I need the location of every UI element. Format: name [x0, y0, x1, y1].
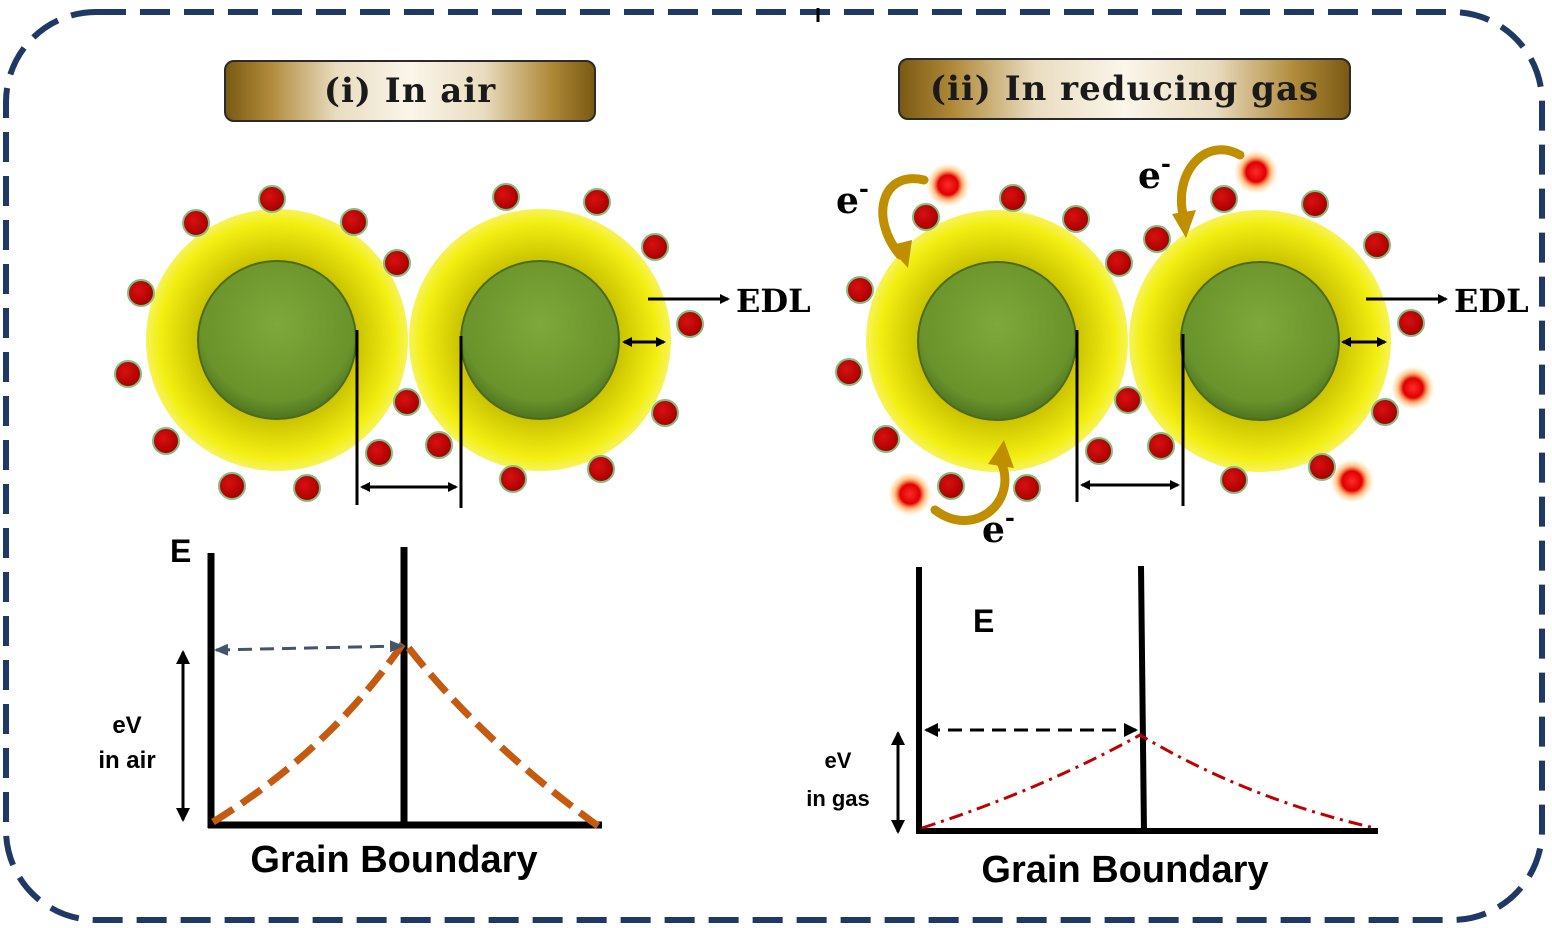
oxygen-dot: [1363, 231, 1391, 259]
left-grains: [146, 209, 671, 471]
panel-title-text: (ii) In reducing gas: [929, 69, 1320, 109]
oxygen-dot: [835, 358, 863, 386]
grain-core: [197, 260, 357, 420]
electron-arrow: [1176, 145, 1245, 227]
oxygen-dot: [1397, 309, 1425, 337]
oxygen-dot: [651, 399, 679, 427]
grain-core: [460, 260, 620, 420]
edl-label: EDL: [736, 282, 811, 320]
oxygen-dot: [114, 360, 142, 388]
oxygen-dot: [912, 203, 940, 231]
oxygen-dot: [218, 472, 246, 500]
gas-molecule: [1330, 459, 1374, 503]
oxygen-dot: [1301, 190, 1329, 218]
right-gas-molecules: [888, 150, 1435, 516]
electron-label: e-: [836, 174, 869, 222]
oxygen-dot: [1143, 225, 1171, 253]
left-adsorbed-oxygen: [114, 183, 704, 502]
gas-molecule: [926, 163, 970, 207]
oxygen-dot: [937, 472, 965, 500]
oxygen-dot: [676, 310, 704, 338]
oxygen-dot: [127, 279, 155, 307]
oxygen-dot: [340, 208, 368, 236]
oxygen-dot: [583, 188, 611, 216]
right-grains: [866, 210, 1391, 472]
barrier-label-line2: in gas: [806, 786, 870, 811]
electron-transfer: e- e- e-: [836, 145, 1245, 551]
energy-axis-label: E: [973, 603, 994, 639]
oxygen-dot: [293, 474, 321, 502]
barrier-label-line1: eV: [112, 712, 141, 739]
xaxis-label: Grain Boundary: [250, 839, 537, 881]
oxygen-dot: [365, 439, 393, 467]
oxygen-dot: [1210, 185, 1238, 213]
barrier-label-line1: eV: [825, 748, 852, 773]
panel-title-in-air: (i) In air: [224, 60, 596, 122]
edl-label: EDL: [1454, 282, 1529, 320]
oxygen-dot: [846, 276, 874, 304]
oxygen-dot: [182, 209, 210, 237]
barrier-curve-gas: [921, 733, 1376, 830]
boundary-line: [1138, 565, 1147, 835]
left-band-diagram: E eV in air Grain Boundary: [98, 533, 602, 881]
gas-molecule: [1234, 150, 1278, 194]
xaxis-label: Grain Boundary: [981, 849, 1268, 891]
oxygen-dot: [999, 184, 1027, 212]
oxygen-dot: [393, 388, 421, 416]
oxygen-dot: [152, 427, 180, 455]
electron-arrow-head: [888, 240, 912, 268]
energy-axis-label: E: [170, 533, 191, 569]
panel-title-text: (i) In air: [323, 71, 497, 111]
oxygen-dot: [1105, 249, 1133, 277]
electron-label: e-: [982, 503, 1015, 551]
right-band-diagram: E eV in gas Grain Boundary: [806, 565, 1378, 891]
oxygen-dot: [499, 465, 527, 493]
right-adsorbed-oxygen: [835, 184, 1425, 502]
oxygen-dot: [425, 431, 453, 459]
electron-arrow: [878, 174, 929, 260]
electron-arrow-head: [988, 440, 1014, 468]
electron-arrow-head: [1172, 210, 1196, 238]
oxygen-dot: [641, 233, 669, 261]
grain-core: [1180, 261, 1340, 421]
gas-molecule: [888, 472, 932, 516]
oxygen-dot: [1371, 398, 1399, 426]
oxygen-dot: [1085, 437, 1113, 465]
gas-molecule: [1391, 366, 1435, 410]
dashed-frame: [3, 9, 1545, 923]
depletion-width-arrow: [214, 640, 404, 656]
barrier-curve-air: [211, 636, 601, 829]
oxygen-dot: [1147, 432, 1175, 460]
oxygen-dot: [872, 425, 900, 453]
oxygen-dot: [1114, 386, 1142, 414]
barrier-label-line2: in air: [98, 747, 155, 774]
oxygen-dot: [1308, 453, 1336, 481]
electron-label: e-: [1138, 149, 1171, 197]
electron-arrow: [930, 455, 1010, 525]
oxygen-dot: [1013, 474, 1041, 502]
oxygen-dot: [258, 185, 286, 213]
grain-core: [917, 261, 1077, 421]
oxygen-dot: [492, 183, 520, 211]
oxygen-dot: [1220, 466, 1248, 494]
oxygen-dot: [1062, 205, 1090, 233]
oxygen-dot: [383, 249, 411, 277]
oxygen-dot: [587, 455, 615, 483]
panel-title-in-reducing-gas: (ii) In reducing gas: [898, 58, 1351, 120]
